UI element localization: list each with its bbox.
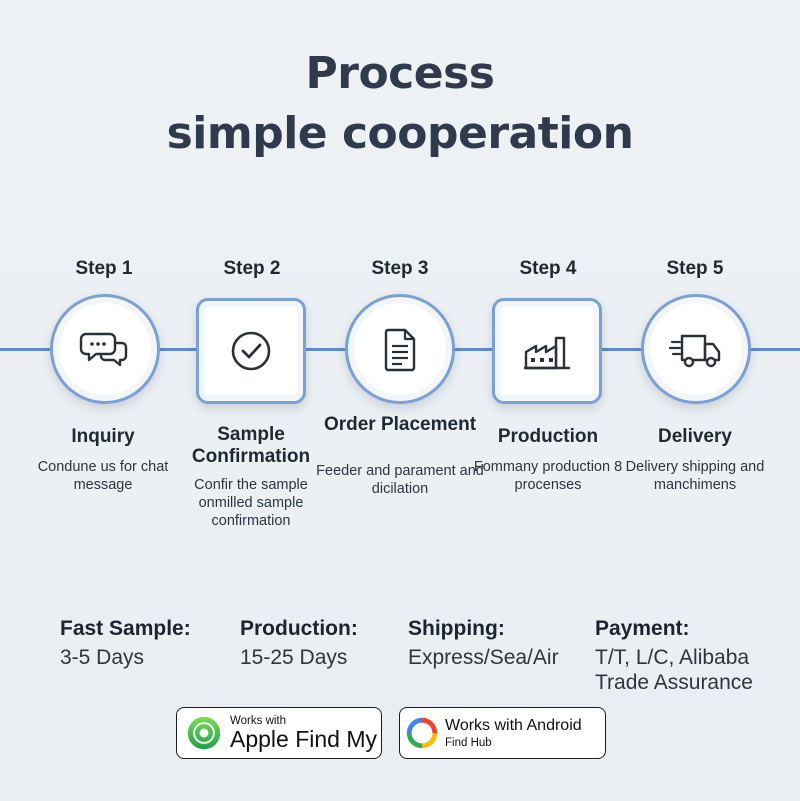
info-fast-sample: Fast Sample: 3-5 Days (60, 617, 191, 670)
step-2-name: Sample Confirmation (191, 424, 311, 467)
step-3-node (345, 294, 455, 404)
find-hub-icon (406, 717, 438, 749)
step-4-name: Production (497, 426, 599, 447)
info-label: Fast Sample: (60, 617, 191, 640)
android-badge-small-text: Find Hub (445, 737, 492, 749)
step-2-label: Step 2 (223, 258, 281, 279)
android-badge-big-text: Works with Android (445, 717, 582, 734)
step-3-desc: Feeder and parament and dicilation (316, 463, 484, 497)
step-4-desc: Fommany production 8 procenses (473, 459, 623, 493)
step-3-name: Order Placement (323, 414, 477, 435)
apple-badge-big-text: Apple Find My (230, 726, 378, 752)
title-line-1: Process (305, 48, 495, 99)
info-value: 15-25 Days (240, 646, 348, 669)
apple-find-my-badge: Works with Apple Find My (176, 707, 382, 759)
step-5-label: Step 5 (666, 258, 724, 279)
info-shipping: Shipping: Express/Sea/Air (408, 617, 559, 670)
step-5-desc: Delivery shipping and manchimens (625, 459, 765, 493)
info-production: Production: 15-25 Days (240, 617, 358, 670)
info-value: Express/Sea/Air (408, 646, 559, 669)
android-find-hub-badge: Works with Android Find Hub (399, 707, 606, 759)
factory-icon (524, 336, 570, 370)
title-line-2: simple cooperation (166, 108, 634, 159)
chat-bubbles-icon (79, 332, 128, 367)
step-3-label: Step 3 (371, 258, 429, 279)
info-label: Shipping: (408, 617, 505, 640)
step-1-desc: Condune us for chat message (37, 459, 169, 493)
info-value: 3-5 Days (60, 646, 145, 669)
step-2-desc: Confir the sample onmilled sample confir… (194, 477, 308, 529)
step-1-node (50, 294, 160, 404)
info-value: T/T, L/C, Alibaba Trade Assurance (595, 646, 753, 694)
step-4-label: Step 4 (519, 258, 577, 279)
step-5-node (641, 294, 751, 404)
apple-badge-small-text: Works with (230, 715, 287, 727)
document-icon (384, 328, 416, 372)
step-2-node (196, 298, 306, 404)
info-label: Payment: (595, 617, 690, 640)
step-4-node (492, 298, 602, 404)
step-1-name: Inquiry (71, 426, 135, 447)
step-1-label: Step 1 (75, 258, 133, 279)
check-circle-icon (231, 331, 271, 371)
info-label: Production: (240, 617, 358, 640)
delivery-truck-icon (669, 334, 721, 368)
step-5-name: Delivery (658, 426, 732, 447)
info-payment: Payment: T/T, L/C, Alibaba Trade Assuran… (595, 617, 790, 695)
find-my-icon (187, 716, 221, 750)
